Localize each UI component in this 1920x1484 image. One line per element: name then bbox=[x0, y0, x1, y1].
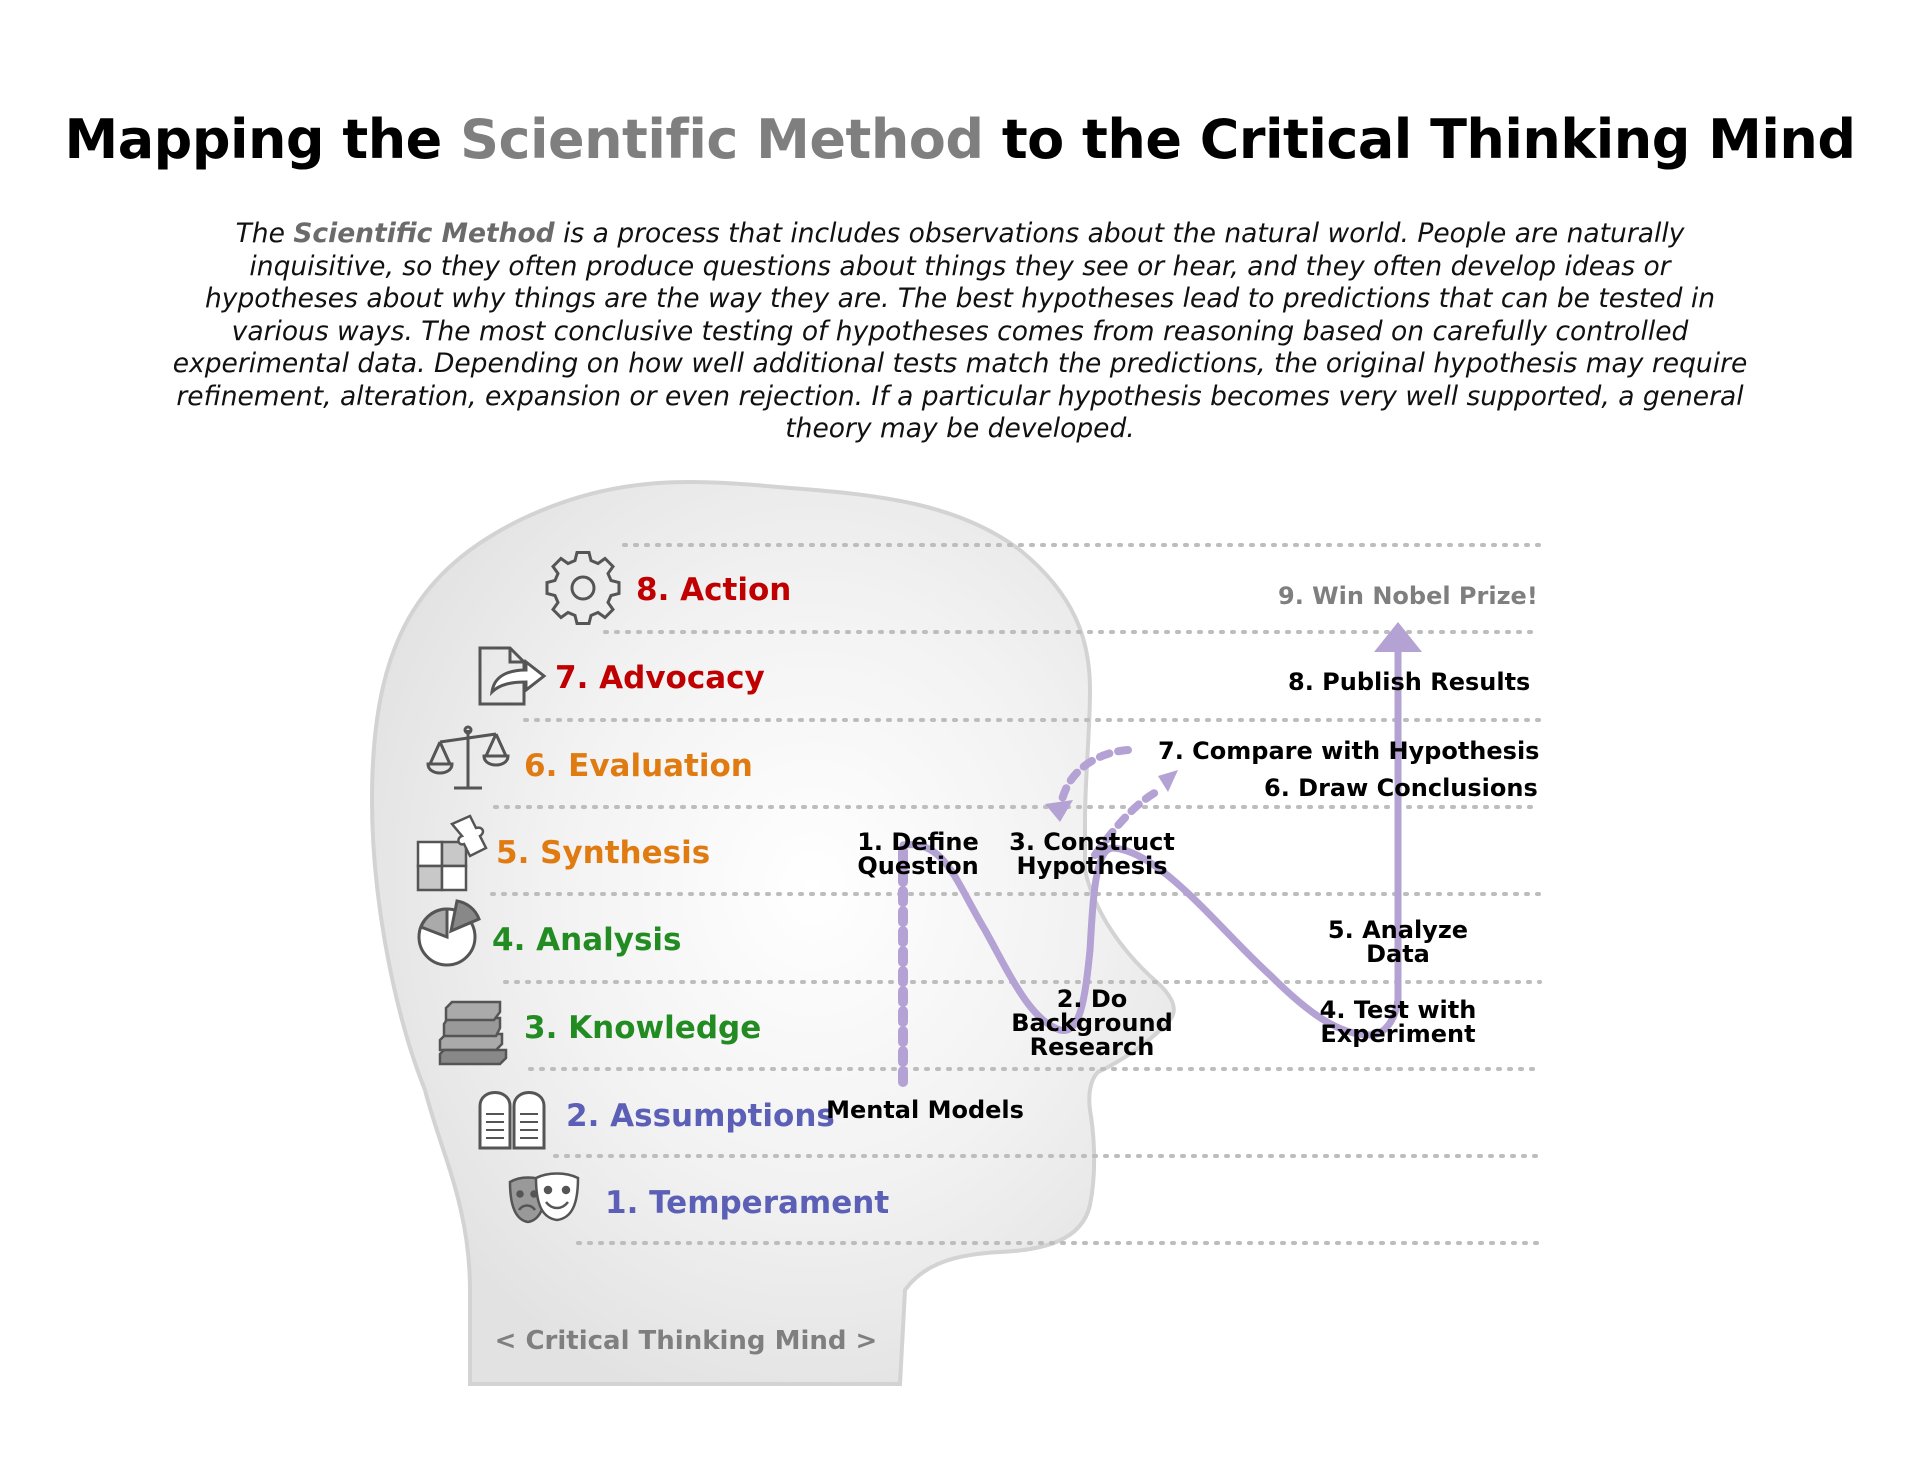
puzzle-icon bbox=[416, 814, 488, 892]
tablets-icon bbox=[478, 1091, 546, 1150]
level-label-action: 8. Action bbox=[636, 572, 791, 608]
title-highlight: Scientific Method bbox=[460, 108, 984, 171]
level-divider-lines bbox=[490, 543, 1542, 1245]
step-publish-results: 8. Publish Results bbox=[1288, 668, 1530, 696]
step-experiment-line2: Experiment bbox=[1320, 1020, 1475, 1048]
step-experiment-line1: 4. Test with bbox=[1320, 996, 1477, 1024]
step-hypothesis-line2: Hypothesis bbox=[1016, 852, 1167, 880]
level-label-analysis: 4. Analysis bbox=[492, 922, 681, 958]
nobel-arrowhead bbox=[1374, 622, 1422, 652]
intro-highlight: Scientific Method bbox=[293, 218, 555, 249]
scales-icon bbox=[426, 725, 510, 790]
level-label-assumptions: 2. Assumptions bbox=[566, 1098, 835, 1134]
level-label-advocacy: 7. Advocacy bbox=[555, 660, 765, 696]
document-share-icon bbox=[478, 646, 547, 706]
hypothesis-to-experiment-path bbox=[1108, 844, 1402, 1039]
step-define-question-line2: Question bbox=[857, 852, 978, 880]
compare-loop-dotted-path bbox=[1058, 746, 1132, 804]
level-label-knowledge: 3. Knowledge bbox=[524, 1010, 761, 1046]
conclusions-dotted-path bbox=[1091, 786, 1164, 859]
pie-chart-icon bbox=[417, 899, 481, 967]
step-research-line1: 2. Do bbox=[1057, 985, 1128, 1013]
step-hypothesis-line1: 3. Construct bbox=[1009, 828, 1175, 856]
title-prefix: Mapping the bbox=[64, 108, 461, 171]
scientific-method-path bbox=[898, 648, 1402, 1087]
path-arrowheads bbox=[1045, 622, 1422, 822]
title-suffix: to the Critical Thinking Mind bbox=[983, 108, 1856, 171]
compare-arrowhead bbox=[1158, 770, 1178, 792]
step-research-line3: Research bbox=[1030, 1033, 1155, 1061]
page-title: Mapping the Scientific Method to the Cri… bbox=[0, 108, 1920, 171]
intro-paragraph: The Scientific Method is a process that … bbox=[170, 218, 1750, 446]
step-research-line2: Background bbox=[1011, 1009, 1173, 1037]
level-label-temperament: 1. Temperament bbox=[605, 1185, 889, 1221]
head-silhouette bbox=[369, 479, 1176, 1386]
level-label-evaluation: 6. Evaluation bbox=[524, 748, 753, 784]
head-caption: < Critical Thinking Mind > bbox=[495, 1326, 878, 1356]
step-define-question-line1: 1. Define bbox=[857, 828, 979, 856]
step-draw-conclusions: 6. Draw Conclusions bbox=[1264, 774, 1538, 802]
level-label-synthesis: 5. Synthesis bbox=[496, 835, 710, 871]
intro-body: is a process that includes observations … bbox=[172, 218, 1748, 444]
question-to-research-path bbox=[899, 841, 1116, 1034]
step-compare-hypothesis: 7. Compare with Hypothesis bbox=[1158, 737, 1539, 765]
step-mental-models: Mental Models bbox=[826, 1096, 1024, 1124]
hypothesis-arrowhead bbox=[1045, 800, 1073, 822]
step-analyze-line1: 5. Analyze bbox=[1328, 916, 1468, 944]
step-nobel-prize: 9. Win Nobel Prize! bbox=[1278, 582, 1538, 610]
gear-icon bbox=[545, 551, 621, 625]
step-analyze-line2: Data bbox=[1366, 940, 1430, 968]
theater-masks-icon bbox=[508, 1172, 580, 1224]
intro-prefix: The bbox=[235, 218, 294, 249]
books-icon bbox=[438, 1000, 508, 1066]
